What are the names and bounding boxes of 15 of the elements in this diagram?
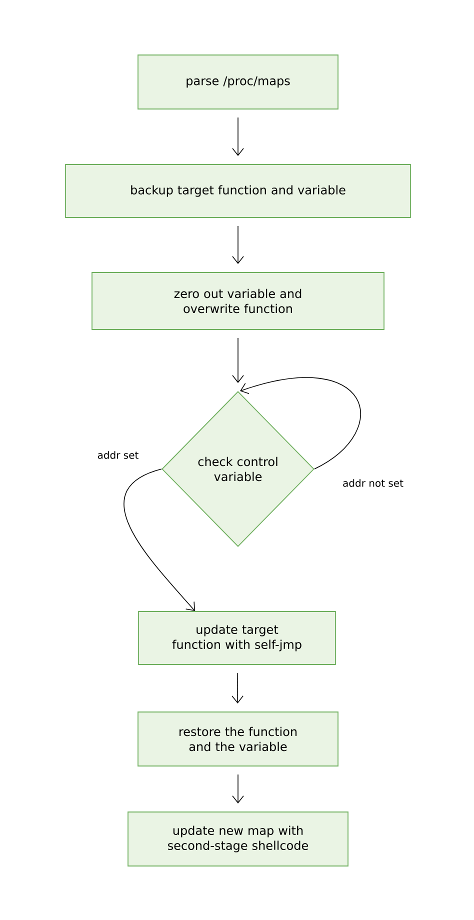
process-box: backup target function and variable [65,164,411,218]
process-box: update new map with second-stage shellcode [128,812,348,866]
arrow [232,117,244,156]
edge-label: addr set [96,450,140,460]
process-box: zero out variable and overwrite function [92,272,384,330]
arrow [232,672,244,704]
edge-label: addr not set [342,478,404,488]
arrow [232,774,244,804]
process-box: update target function with self-jmp [138,611,336,665]
process-box: parse /proc/maps [138,54,338,110]
arrow [232,338,244,384]
arrow [232,226,244,264]
arrow [240,378,361,470]
arrow [124,468,195,612]
process-box: restore the function and the variable [138,712,338,766]
